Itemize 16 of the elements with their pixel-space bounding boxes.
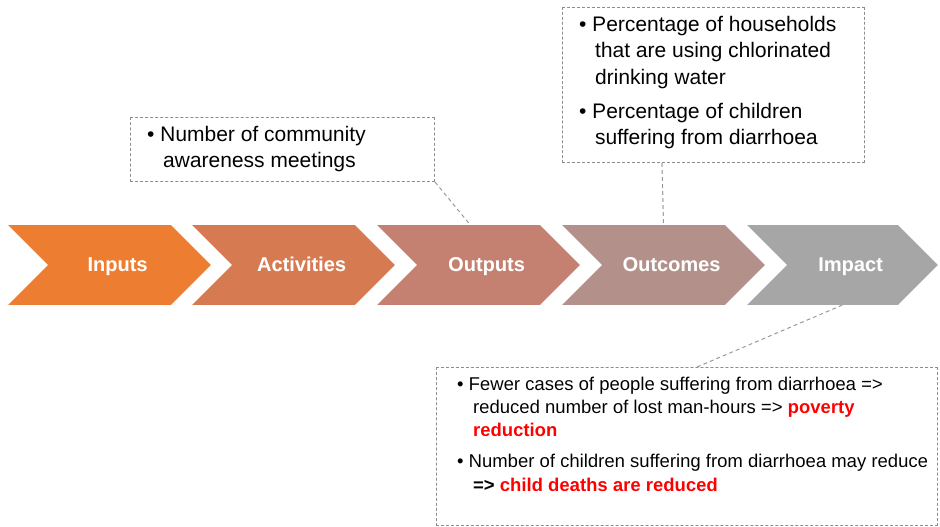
bullet-point: • Number of community awareness meetings: [147, 122, 367, 174]
bullet-point: • Percentage of children suffering from diarrhoea: [579, 98, 819, 151]
callout-box: [130, 117, 435, 182]
leader-line: [696, 304, 843, 368]
stage-label: Activities: [256, 253, 346, 278]
leader-line: [662, 162, 664, 226]
bullet-point: • Percentage of households that are using chlorinated drinking water: [579, 12, 838, 90]
stage-label: Outputs: [447, 253, 525, 278]
bullet-point: • Number of children suffering from diarrhoea may reduce => child deaths are reduced: [457, 449, 929, 496]
bullet-point: • Fewer cases of people suffering from diarrhoea => reduced number of lost man-hours => poverty reduction: [457, 372, 884, 442]
callout-box: [562, 7, 865, 163]
stage-label: Outcomes: [622, 253, 720, 278]
callout-box: [436, 367, 938, 526]
leader-line: [434, 182, 471, 226]
stage-label: Impact: [817, 253, 883, 278]
stage-label: Inputs: [86, 253, 148, 278]
